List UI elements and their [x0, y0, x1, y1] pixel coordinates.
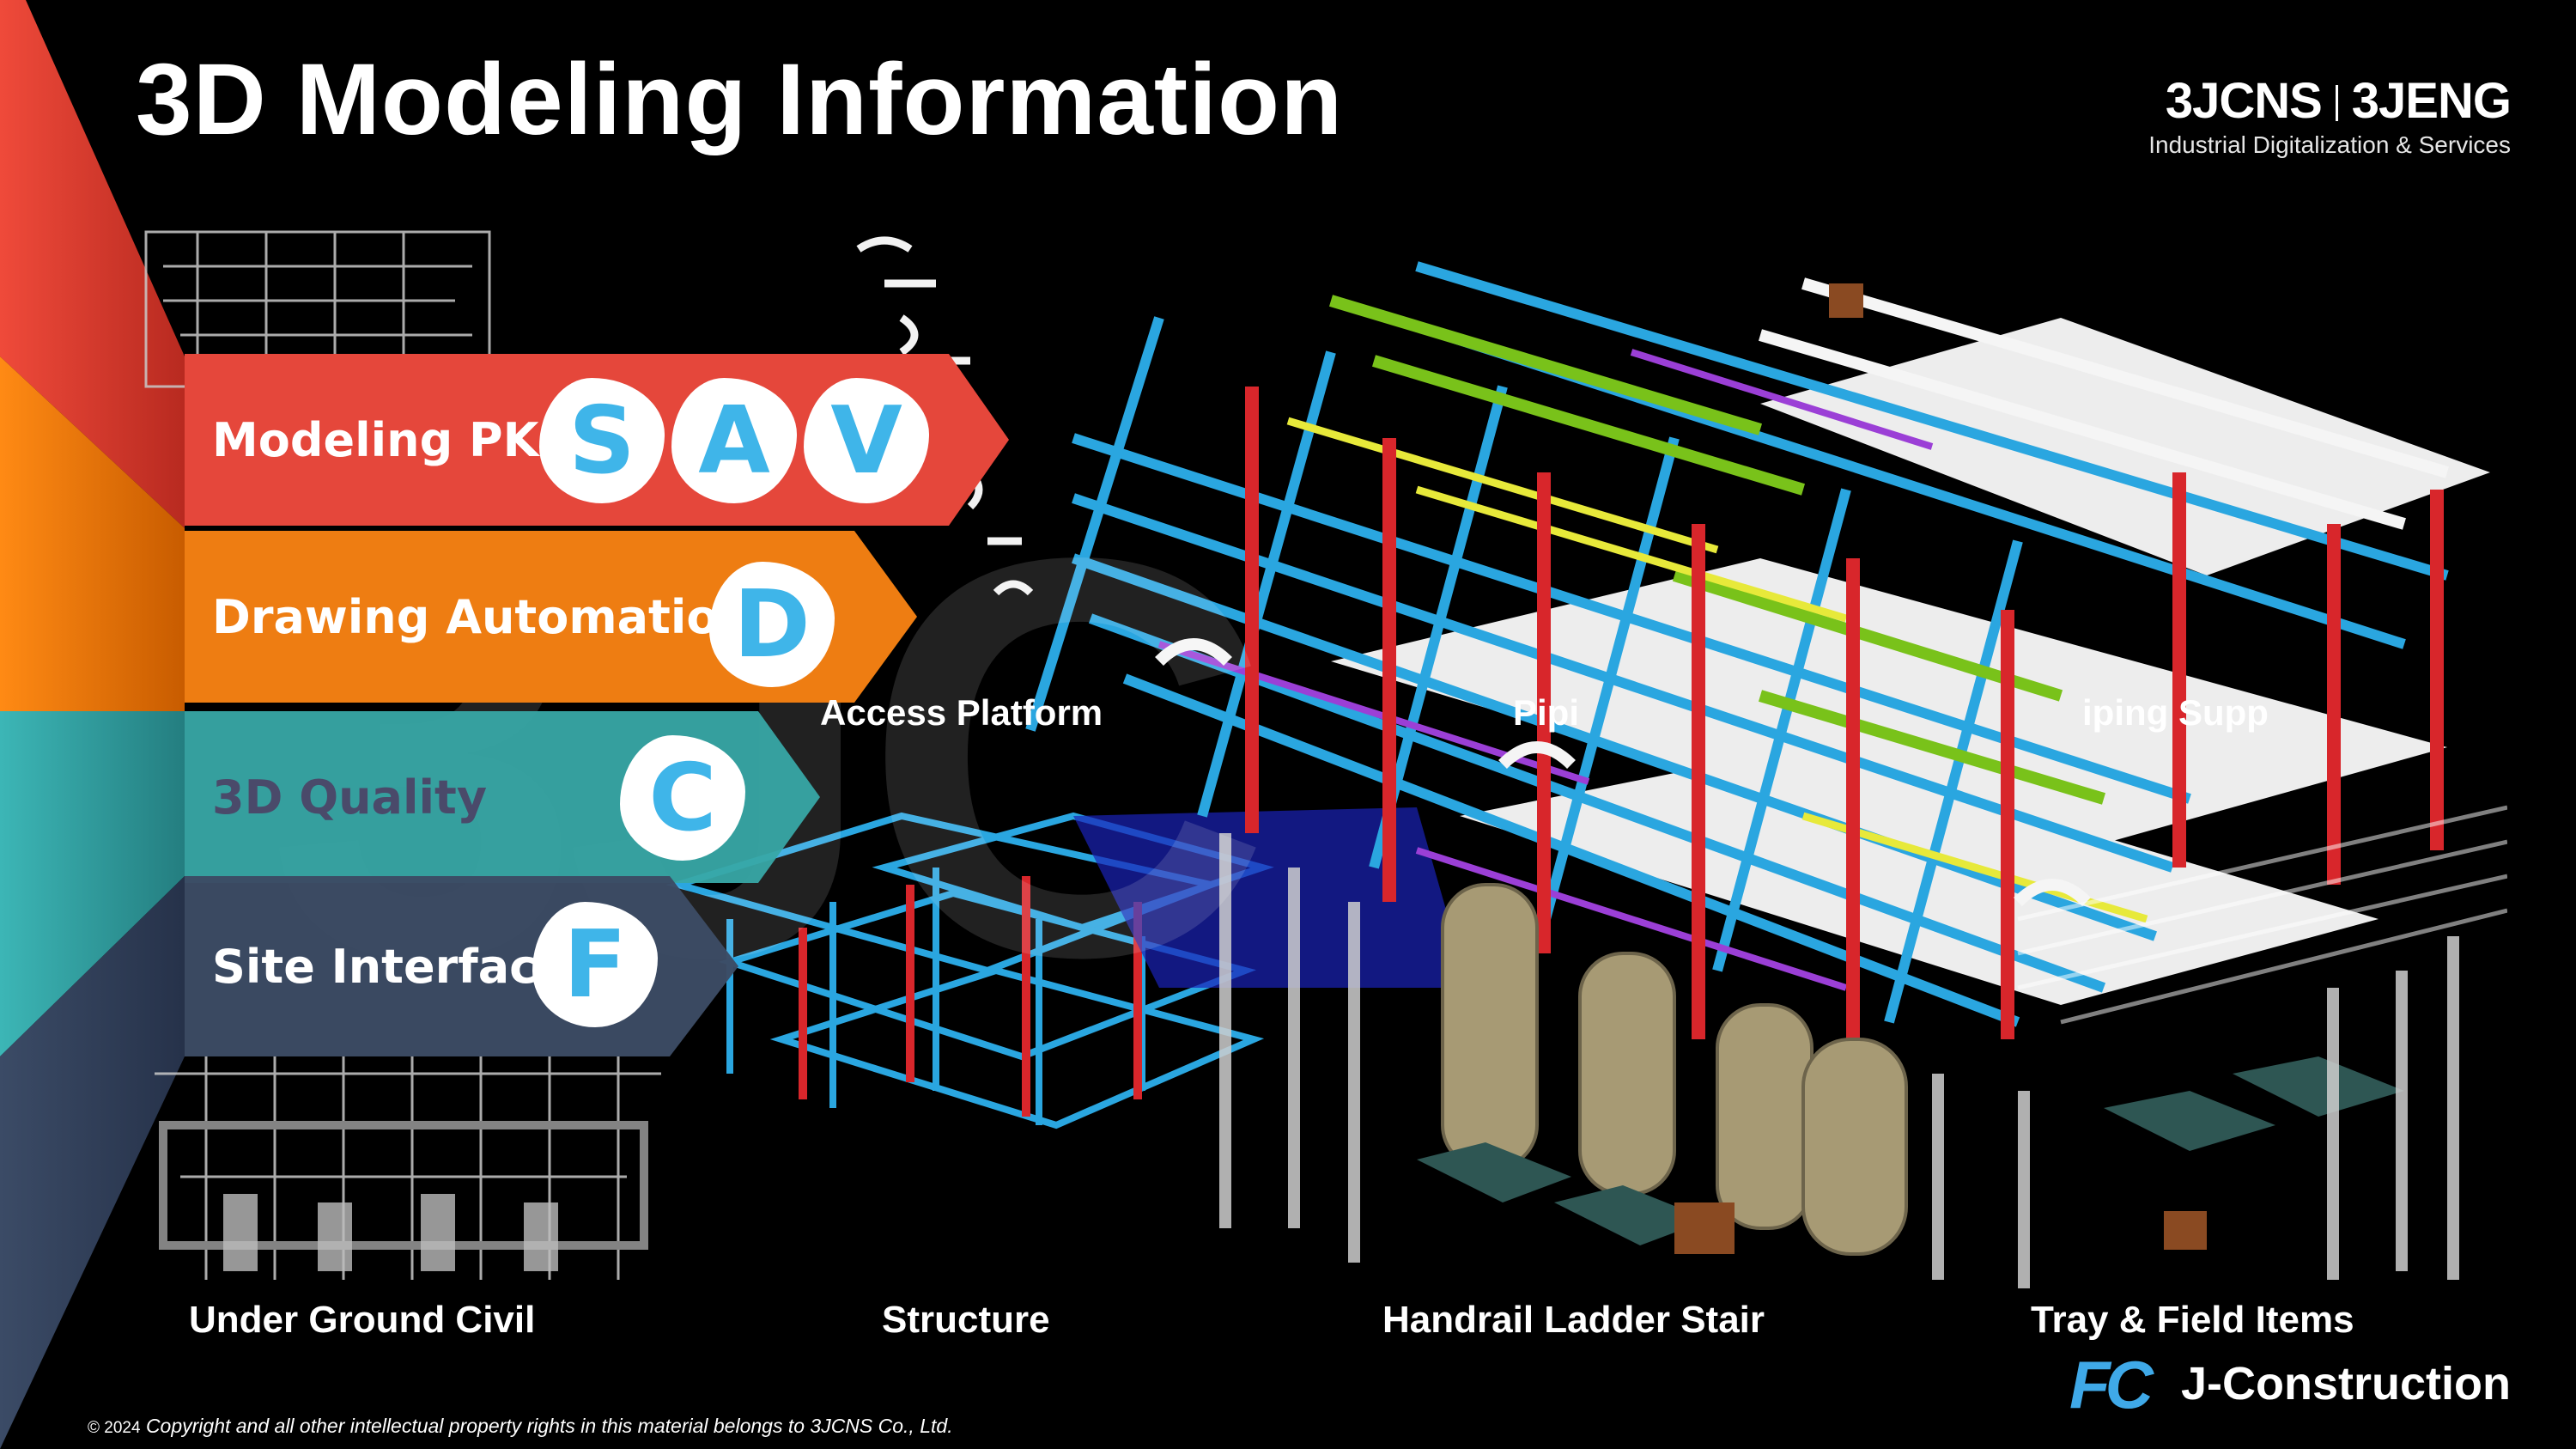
copyright-year: © 2024 [88, 1419, 141, 1437]
label-piping: Pipi [1513, 692, 1580, 733]
logo-brand: 3JCNS 3JENG [2148, 72, 2512, 130]
caption-structure: Structure [882, 1299, 1050, 1341]
badge-a: A [671, 378, 797, 503]
badge-s: S [539, 378, 665, 503]
badge-c: C [620, 735, 745, 861]
chevron-label: Drawing Automation [212, 589, 751, 644]
chevron-label: Modeling PKG [212, 412, 577, 467]
fc-logo-icon: FC [2069, 1353, 2159, 1415]
chevron-label: Site Interface [212, 939, 568, 994]
caption-handrail-ladder-stair: Handrail Ladder Stair [1382, 1299, 1765, 1341]
label-access-platform: Access Platform [820, 692, 1103, 733]
logo-3jcns: 3JCNS [2165, 73, 2323, 129]
copyright-text: Copyright and all other intellectual pro… [145, 1415, 953, 1437]
badge-d: D [709, 562, 835, 687]
logo-separator [2335, 85, 2338, 121]
caption-tray-field-items: Tray & Field Items [2031, 1299, 2354, 1341]
caption-under-ground-civil: Under Ground Civil [189, 1299, 536, 1341]
company-logo: 3JCNS 3JENG Industrial Digitalization & S… [2148, 72, 2512, 159]
j-construction-brand: FC J-Construction [2069, 1353, 2511, 1415]
logo-3jeng: 3JENG [2351, 73, 2512, 129]
left-wedge-decoration [0, 0, 185, 1449]
chevron-label: 3D Quality [212, 770, 488, 825]
label-piping-support: iping Supp [2082, 692, 2269, 733]
badge-v: V [804, 378, 929, 503]
badge-f: F [532, 902, 658, 1027]
j-construction-label: J-Construction [2181, 1358, 2511, 1409]
copyright-notice: © 2024 Copyright and all other intellect… [88, 1415, 953, 1438]
logo-tagline: Industrial Digitalization & Services [2148, 131, 2511, 158]
page-title: 3D Modeling Information [136, 43, 1344, 156]
fc-logo-text: FC [2069, 1353, 2155, 1415]
